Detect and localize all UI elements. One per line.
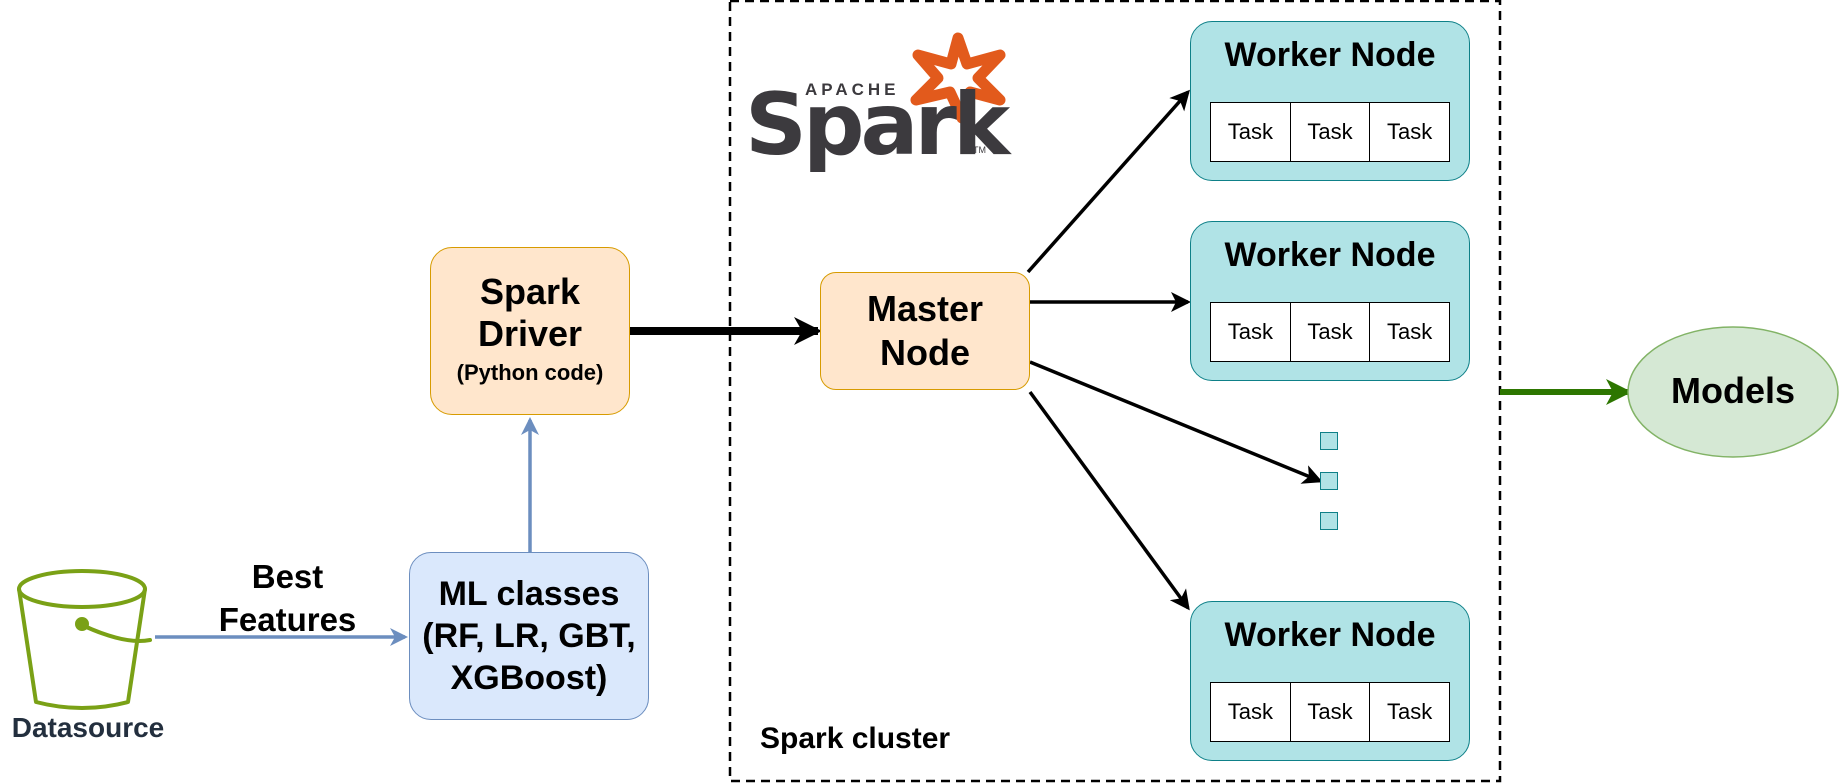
spark-cluster-label: Spark cluster: [760, 722, 951, 755]
task-cell: Task: [1211, 303, 1291, 361]
spark-driver-sub: (Python code): [456, 360, 604, 385]
task-row: Task Task Task: [1210, 682, 1450, 742]
master-node-line1: Master: [866, 288, 984, 329]
task-cell: Task: [1387, 699, 1433, 724]
task-cell: Task: [1387, 119, 1433, 144]
spark-logo-apache: APACHE: [805, 80, 900, 99]
master-node: Master Node: [820, 272, 1030, 390]
master-to-worker3-arrow: [1028, 390, 1190, 611]
best-features-label: Best Features: [200, 555, 375, 641]
ml-classes-line1: ML classes: [438, 575, 620, 613]
models-ellipse: [1627, 326, 1839, 458]
master-node-line2: Node: [880, 332, 970, 373]
worker-node-2: Worker Node Task Task Task: [1190, 221, 1470, 381]
spark-driver-node: Spark Driver (Python code): [430, 247, 630, 415]
ellipsis-dot: [1320, 432, 1338, 450]
best-features-line2: Features: [218, 601, 357, 638]
task-cell: Task: [1291, 103, 1371, 161]
best-features-line1: Best: [251, 558, 324, 595]
spark-logo-wordmark: Spark: [745, 75, 1010, 175]
task-row: Task Task Task: [1210, 102, 1450, 162]
task-cell: Task: [1211, 683, 1291, 741]
task-row: Task Task Task: [1210, 302, 1450, 362]
ml-classes-node: ML classes (RF, LR, GBT, XGBoost): [409, 552, 649, 720]
task-cell: Task: [1291, 303, 1371, 361]
worker-node-1: Worker Node Task Task Task: [1190, 21, 1470, 181]
ml-classes-line2: (RF, LR, GBT,: [422, 617, 636, 655]
master-to-worker1-arrow: [1026, 89, 1190, 274]
models-label: Models: [1670, 370, 1795, 411]
task-cell: Task: [1211, 103, 1291, 161]
datasource-label: Datasource: [11, 712, 165, 743]
task-cell: Task: [1387, 319, 1433, 344]
spark-star-icon: [910, 32, 1006, 124]
worker-node-title: Worker Node: [1224, 36, 1436, 74]
spark-logo-tm: TM: [973, 145, 986, 155]
worker-node-title: Worker Node: [1224, 616, 1436, 654]
worker-node-title: Worker Node: [1224, 236, 1436, 274]
ellipsis-dot: [1320, 472, 1338, 490]
worker-node-3: Worker Node Task Task Task: [1190, 601, 1470, 761]
task-cell: Task: [1291, 683, 1371, 741]
ellipsis-dot: [1320, 512, 1338, 530]
master-to-dots-arrow: [1029, 360, 1323, 484]
ml-classes-line3: XGBoost): [450, 659, 608, 697]
spark-driver-line2: Driver: [477, 313, 583, 354]
spark-driver-line1: Spark: [479, 271, 581, 312]
bucket-icon: [17, 569, 152, 710]
spark-logo: APACHE Spark TM: [745, 30, 1015, 175]
